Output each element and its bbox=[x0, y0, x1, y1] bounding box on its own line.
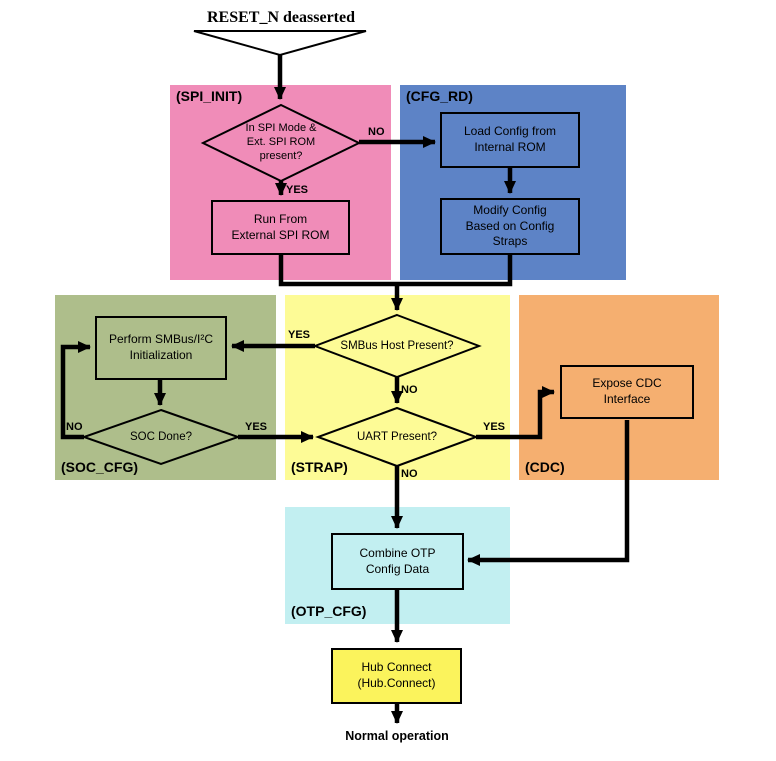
combine-otp-config-data-box: Combine OTP Config Data bbox=[331, 533, 464, 590]
perform-smbus-i2c-init-box: Perform SMBus/I²C Initialization bbox=[95, 316, 227, 380]
region-strap: (STRAP) bbox=[285, 295, 510, 480]
region-cdc-label: (CDC) bbox=[525, 459, 565, 475]
spi-no-label: NO bbox=[368, 126, 385, 138]
start-connector bbox=[193, 30, 367, 57]
region-cfg-rd-label: (CFG_RD) bbox=[406, 88, 473, 104]
region-strap-label: (STRAP) bbox=[291, 459, 348, 475]
soc-yes-label: YES bbox=[245, 421, 268, 433]
normal-operation-label: Normal operation bbox=[345, 729, 449, 743]
region-soc-cfg-label: (SOC_CFG) bbox=[61, 459, 138, 475]
spi-decision-text: In SPI Mode & Ext. SPI ROM present? bbox=[245, 122, 317, 162]
reset-deasserted-label: RESET_N deasserted bbox=[206, 9, 355, 26]
uart-no-label: NO bbox=[401, 468, 418, 480]
soc-no-label: NO bbox=[66, 421, 83, 433]
smbus-decision-text: SMBus Host Present? bbox=[340, 339, 454, 352]
hub-connect-box: Hub Connect (Hub.Connect) bbox=[331, 648, 462, 704]
run-from-external-spi-rom-box: Run From External SPI ROM bbox=[211, 200, 350, 255]
region-spi-init-label: (SPI_INIT) bbox=[176, 88, 243, 104]
smbus-no-label: NO bbox=[401, 384, 418, 396]
expose-cdc-interface-box: Expose CDC Interface bbox=[560, 365, 694, 419]
spi-yes-label: YES bbox=[286, 184, 309, 196]
load-config-internal-rom-box: Load Config from Internal ROM bbox=[440, 112, 580, 168]
soc-decision-text: SOC Done? bbox=[129, 430, 192, 443]
uart-yes-label: YES bbox=[483, 421, 506, 433]
modify-config-straps-box: Modify Config Based on Config Straps bbox=[440, 198, 580, 255]
region-otp-cfg-label: (OTP_CFG) bbox=[291, 603, 367, 619]
uart-decision-text: UART Present? bbox=[356, 430, 438, 443]
smbus-yes-label: YES bbox=[288, 329, 311, 341]
